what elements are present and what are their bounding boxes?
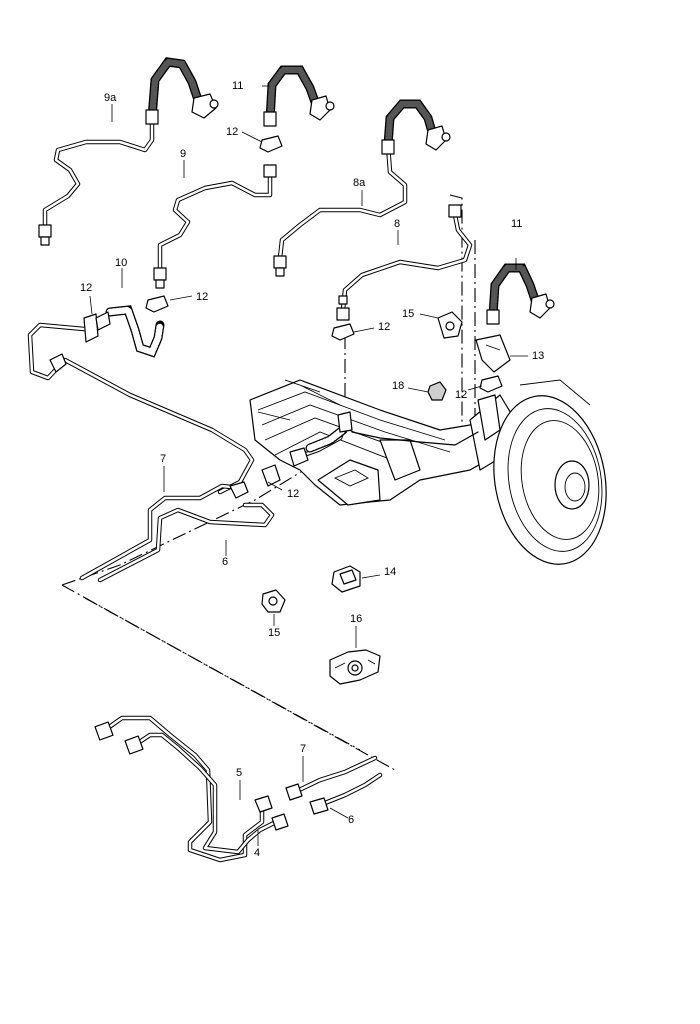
callout-16: 16 (350, 613, 362, 625)
callout-6-lower: 6 (348, 814, 354, 826)
callout-12-left: 12 (80, 282, 92, 294)
retaining-clip-12 (145, 295, 169, 313)
callout-8: 8 (394, 218, 400, 230)
callout-8a: 8a (353, 177, 366, 189)
callout-13: 13 (532, 350, 544, 362)
rear-axle-assembly (249, 379, 607, 565)
callout-7-lower: 7 (300, 743, 306, 755)
callout-4: 4 (254, 847, 260, 859)
callout-7-upper: 7 (160, 453, 166, 465)
brake-line-9 (157, 172, 273, 273)
callout-15-upper: 15 (402, 308, 414, 320)
bracket-12 (83, 313, 99, 343)
callout-18: 18 (392, 380, 404, 392)
callout-12-mid: 12 (378, 321, 390, 333)
callout-12-center: 12 (287, 488, 299, 500)
fittings (38, 93, 555, 831)
callout-11-right: 11 (511, 218, 522, 230)
callout-9a: 9a (104, 92, 117, 104)
callout-12-hose: 12 (196, 291, 208, 303)
callout-6-upper: 6 (222, 556, 228, 568)
retaining-clip-12 (259, 135, 283, 153)
retaining-clip-12 (479, 375, 503, 393)
nut-18 (427, 381, 447, 401)
callout-15-lower: 15 (268, 627, 280, 639)
brake-hoses (105, 57, 540, 453)
callout-12: 12 (226, 126, 238, 138)
callout-12-right: 12 (455, 389, 467, 401)
callout-14: 14 (384, 566, 396, 578)
callout-labels: 9a 11 12 9 8a 8 11 10 12 12 15 12 13 18 … (80, 80, 544, 859)
callout-5: 5 (236, 767, 242, 779)
callout-10: 10 (115, 257, 127, 269)
brake-line-6-upper (97, 502, 275, 583)
callout-11: 11 (232, 80, 243, 92)
brake-pipes (27, 115, 479, 863)
brake-line-8a (277, 142, 408, 261)
callout-9: 9 (180, 148, 186, 160)
bracket-13 (475, 334, 511, 373)
retaining-clip-12 (331, 323, 355, 341)
brake-line-9a (42, 115, 155, 228)
leader-lines (89, 85, 528, 846)
